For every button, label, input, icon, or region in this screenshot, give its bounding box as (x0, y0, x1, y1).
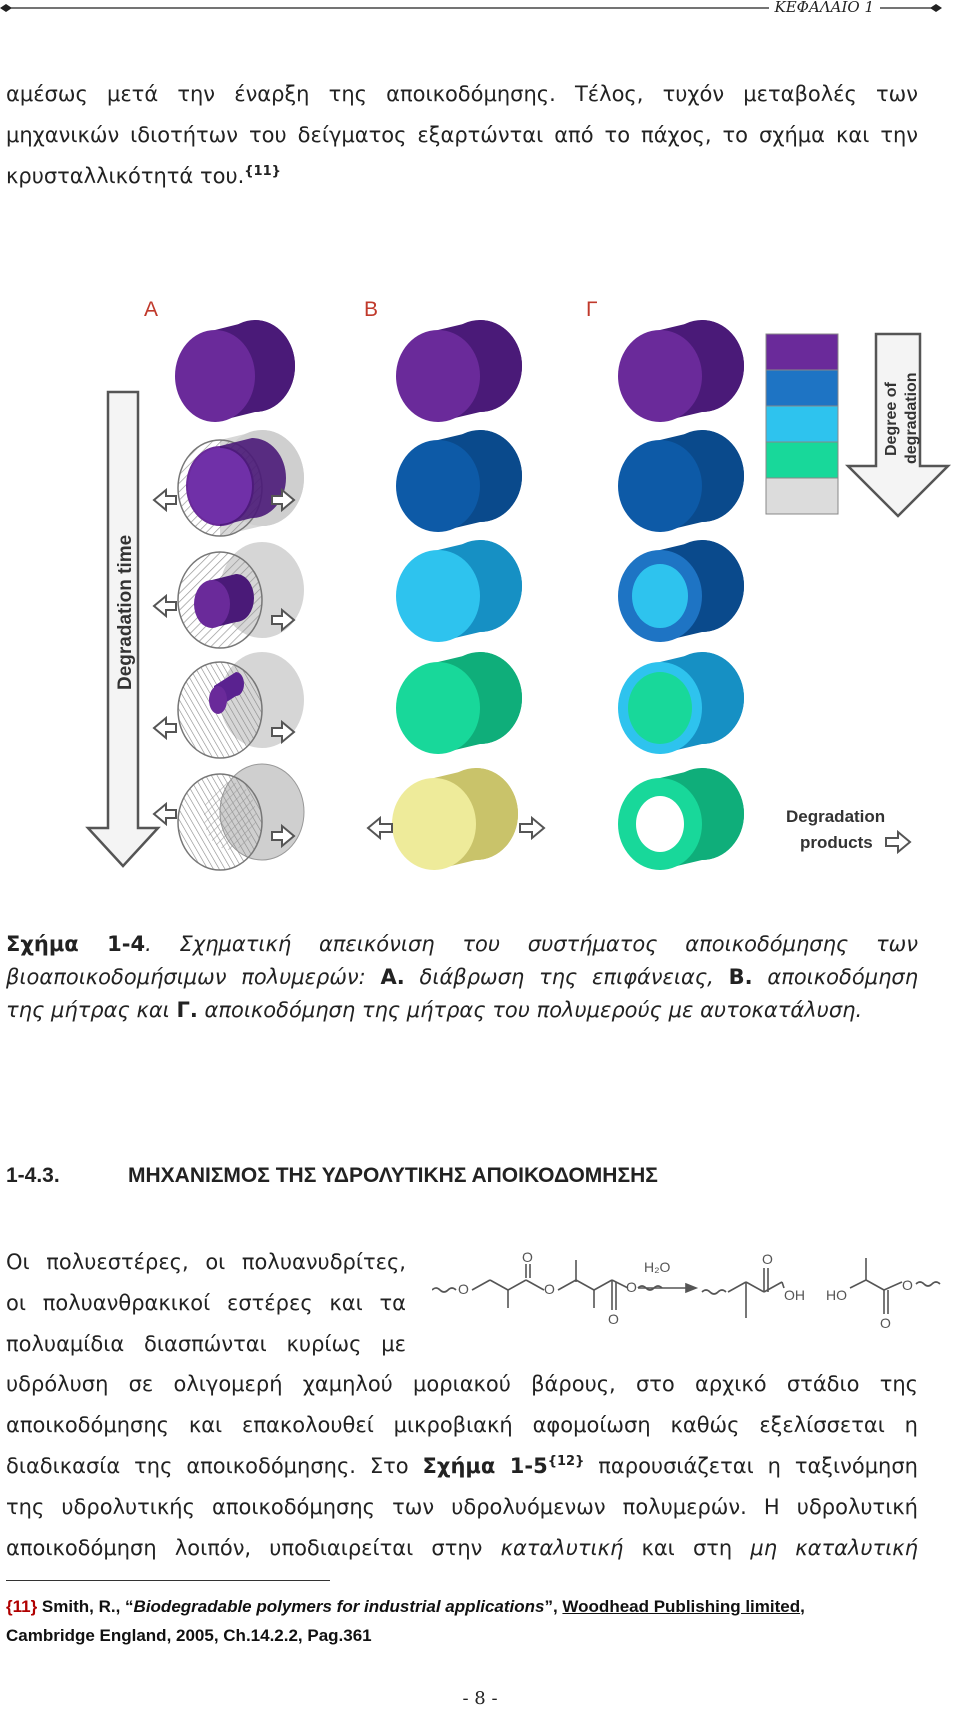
caption-line: Σχήμα 1-4. Σχηματική απεικόνιση του συστ… (6, 928, 918, 961)
degradation-figure: Degradation time (85, 320, 952, 871)
degree-of-degradation-arrow: Degree of degradation (844, 332, 952, 518)
column-g-autocatalytic (618, 320, 744, 870)
paragraph-hydrolysis-intro: Οι πολυεστέρες, οι πολυανυδρίτες, οι πολ… (6, 1242, 406, 1365)
caption-text: . Σχηματική απεικόνιση του συστήματος απ… (145, 932, 918, 956)
paragraph-text: κρυσταλλικότητά του. (6, 164, 245, 188)
oxygen-label: O (608, 1311, 619, 1327)
paragraph-line: οι πολυανθρακικοί εστέρες και τα (6, 1291, 406, 1315)
citation-ref: {11} (244, 164, 281, 179)
caption-text: βιοαποικοδομήσιμων πολυμερών: (6, 965, 381, 989)
footnote-rule (6, 1580, 330, 1581)
emphasis-text: μη καταλυτική (750, 1536, 918, 1560)
footnote-line: {11} Smith, R., “Biodegradable polymers … (6, 1592, 946, 1621)
degree-label-line1: Degree of (883, 382, 900, 456)
paragraph-line: της υδρολυτικής αποικοδόμησης των υδρολυ… (6, 1495, 918, 1519)
footnote-publisher: Woodhead Publishing limited (562, 1597, 801, 1616)
caption-text: διάβρωση της επιφάνειας, (404, 965, 729, 989)
products-arrow-icon (885, 829, 912, 855)
caption-line: βιοαποικοδομήσιμων πολυμερών: Α. διάβρωσ… (6, 961, 918, 994)
paragraph-line: αποικοδόμηση λοιπόν, υποδιαιρείται στην … (6, 1528, 918, 1569)
products-label-line1: Degradation (786, 807, 885, 826)
caption-text: αποικοδόμηση (752, 965, 918, 989)
figure-label-g: Γ (586, 298, 598, 321)
hydroxyl-label: OH (784, 1287, 805, 1303)
paragraph-line: πολυαμίδια διασπώνται κυρίως με (6, 1332, 406, 1356)
reaction-arrow-icon (638, 1282, 699, 1294)
paragraph-text: παρουσιάζεται η ταξινόμηση (584, 1454, 918, 1478)
degradation-products-label: Degradation products (786, 807, 912, 855)
caption-marker-a: Α. (380, 965, 405, 989)
oxygen-label: O (880, 1315, 891, 1331)
caption-line: της μήτρας και Γ. αποικοδόμηση της μήτρα… (6, 994, 918, 1027)
oxygen-label: O (522, 1249, 533, 1265)
section-number: 1-4.3. (6, 1164, 60, 1187)
footnote-text: ”, (544, 1597, 563, 1616)
paragraph-line: αμέσως μετά την έναρξη της αποικοδόμησης… (6, 82, 918, 106)
paragraph-line: κρυσταλλικότητά του.{11} (6, 156, 918, 197)
reagent-label: H₂O (644, 1259, 671, 1275)
running-head-title: ΚΕΦΑΛΑΙΟ 1 (768, 0, 880, 16)
paragraph-line: Οι πολυεστέρες, οι πολυανυδρίτες, (6, 1250, 406, 1274)
product-acid-structure (701, 1268, 785, 1318)
reactant-structure (432, 1260, 663, 1310)
footnote: {11} Smith, R., “Biodegradable polymers … (6, 1592, 946, 1650)
footnote-line: Cambridge England, 2005, Ch.14.2.2, Pag.… (6, 1626, 372, 1645)
footnote-title: Biodegradable polymers for industrial ap… (133, 1597, 545, 1616)
caption-marker-g: Γ. (176, 998, 198, 1022)
column-a-surface-erosion (175, 320, 305, 871)
footnote-text: , (800, 1597, 805, 1616)
degradation-time-arrow: Degradation time (85, 390, 161, 868)
caption-text: αποικοδόμηση της μήτρας του πολυμερούς μ… (197, 998, 863, 1022)
degree-color-legend (765, 333, 839, 515)
footnote-author: Smith, R., “ (37, 1597, 134, 1616)
caption-marker-b: Β. (728, 965, 753, 989)
figure-label-a: Α (144, 298, 159, 321)
emphasis-text: καταλυτική (500, 1536, 624, 1560)
product-ester-structure (849, 1258, 941, 1314)
degree-label-line2: degradation (903, 372, 920, 464)
figure-caption: Σχήμα 1-4. Σχηματική απεικόνιση του συστ… (6, 928, 918, 1027)
paragraph-line: μηχανικών ιδιοτήτων του δείγματος εξαρτώ… (6, 123, 918, 147)
paragraph-text: και στη (623, 1536, 751, 1560)
hydroxyl-label: HO (826, 1287, 847, 1303)
degradation-time-label: Degradation time (115, 535, 136, 690)
paragraph-line: υδρόλυση σε ολιγομερή χαμηλού μοριακού β… (6, 1372, 918, 1396)
oxygen-label: O (762, 1251, 773, 1267)
paragraph-intro: αμέσως μετά την έναρξη της αποικοδόμησης… (6, 74, 918, 197)
oxygen-label: O (458, 1281, 469, 1297)
caption-fig-label: Σχήμα 1-4 (6, 932, 146, 956)
hydrolysis-reaction-scheme: O O O O O H₂O O OH HO O O (432, 1249, 941, 1331)
column-b-bulk-degradation (366, 320, 546, 870)
paragraph-text: διαδικασία της αποικοδόμησης. Στο (6, 1454, 423, 1478)
caption-text: της μήτρας και (6, 998, 177, 1022)
figure-reference: Σχήμα 1-5 (422, 1454, 548, 1478)
running-head: ΚΕΦΑΛΑΙΟ 1 (0, 0, 960, 16)
degradation-products-arrows-a (152, 487, 296, 849)
paragraph-line: αποικοδόμησης και επακολουθεί μικροβιακή… (6, 1413, 918, 1437)
oxygen-label: O (902, 1277, 913, 1293)
footnote-ref: {11} (6, 1597, 38, 1616)
page-number: - 8 - (462, 1688, 498, 1709)
section-title: ΜΗΧΑΝΙΣΜΟΣ ΤΗΣ ΥΔΡΟΛΥΤΙΚΗΣ ΑΠΟΙΚΟΔΟΜΗΣΗΣ (128, 1164, 658, 1187)
paragraph-hydrolysis-body: υδρόλυση σε ολιγομερή χαμηλού μοριακού β… (6, 1364, 918, 1569)
oxygen-label: O (544, 1281, 555, 1297)
figure-label-b: Β (364, 298, 379, 321)
oxygen-label: O (626, 1279, 637, 1295)
citation-ref: {12} (547, 1454, 585, 1469)
paragraph-text: αποικοδόμηση λοιπόν, υποδιαιρείται στην (6, 1536, 501, 1560)
paragraph-line: διαδικασία της αποικοδόμησης. Στο Σχήμα … (6, 1446, 918, 1487)
products-label-line2: products (800, 833, 873, 852)
